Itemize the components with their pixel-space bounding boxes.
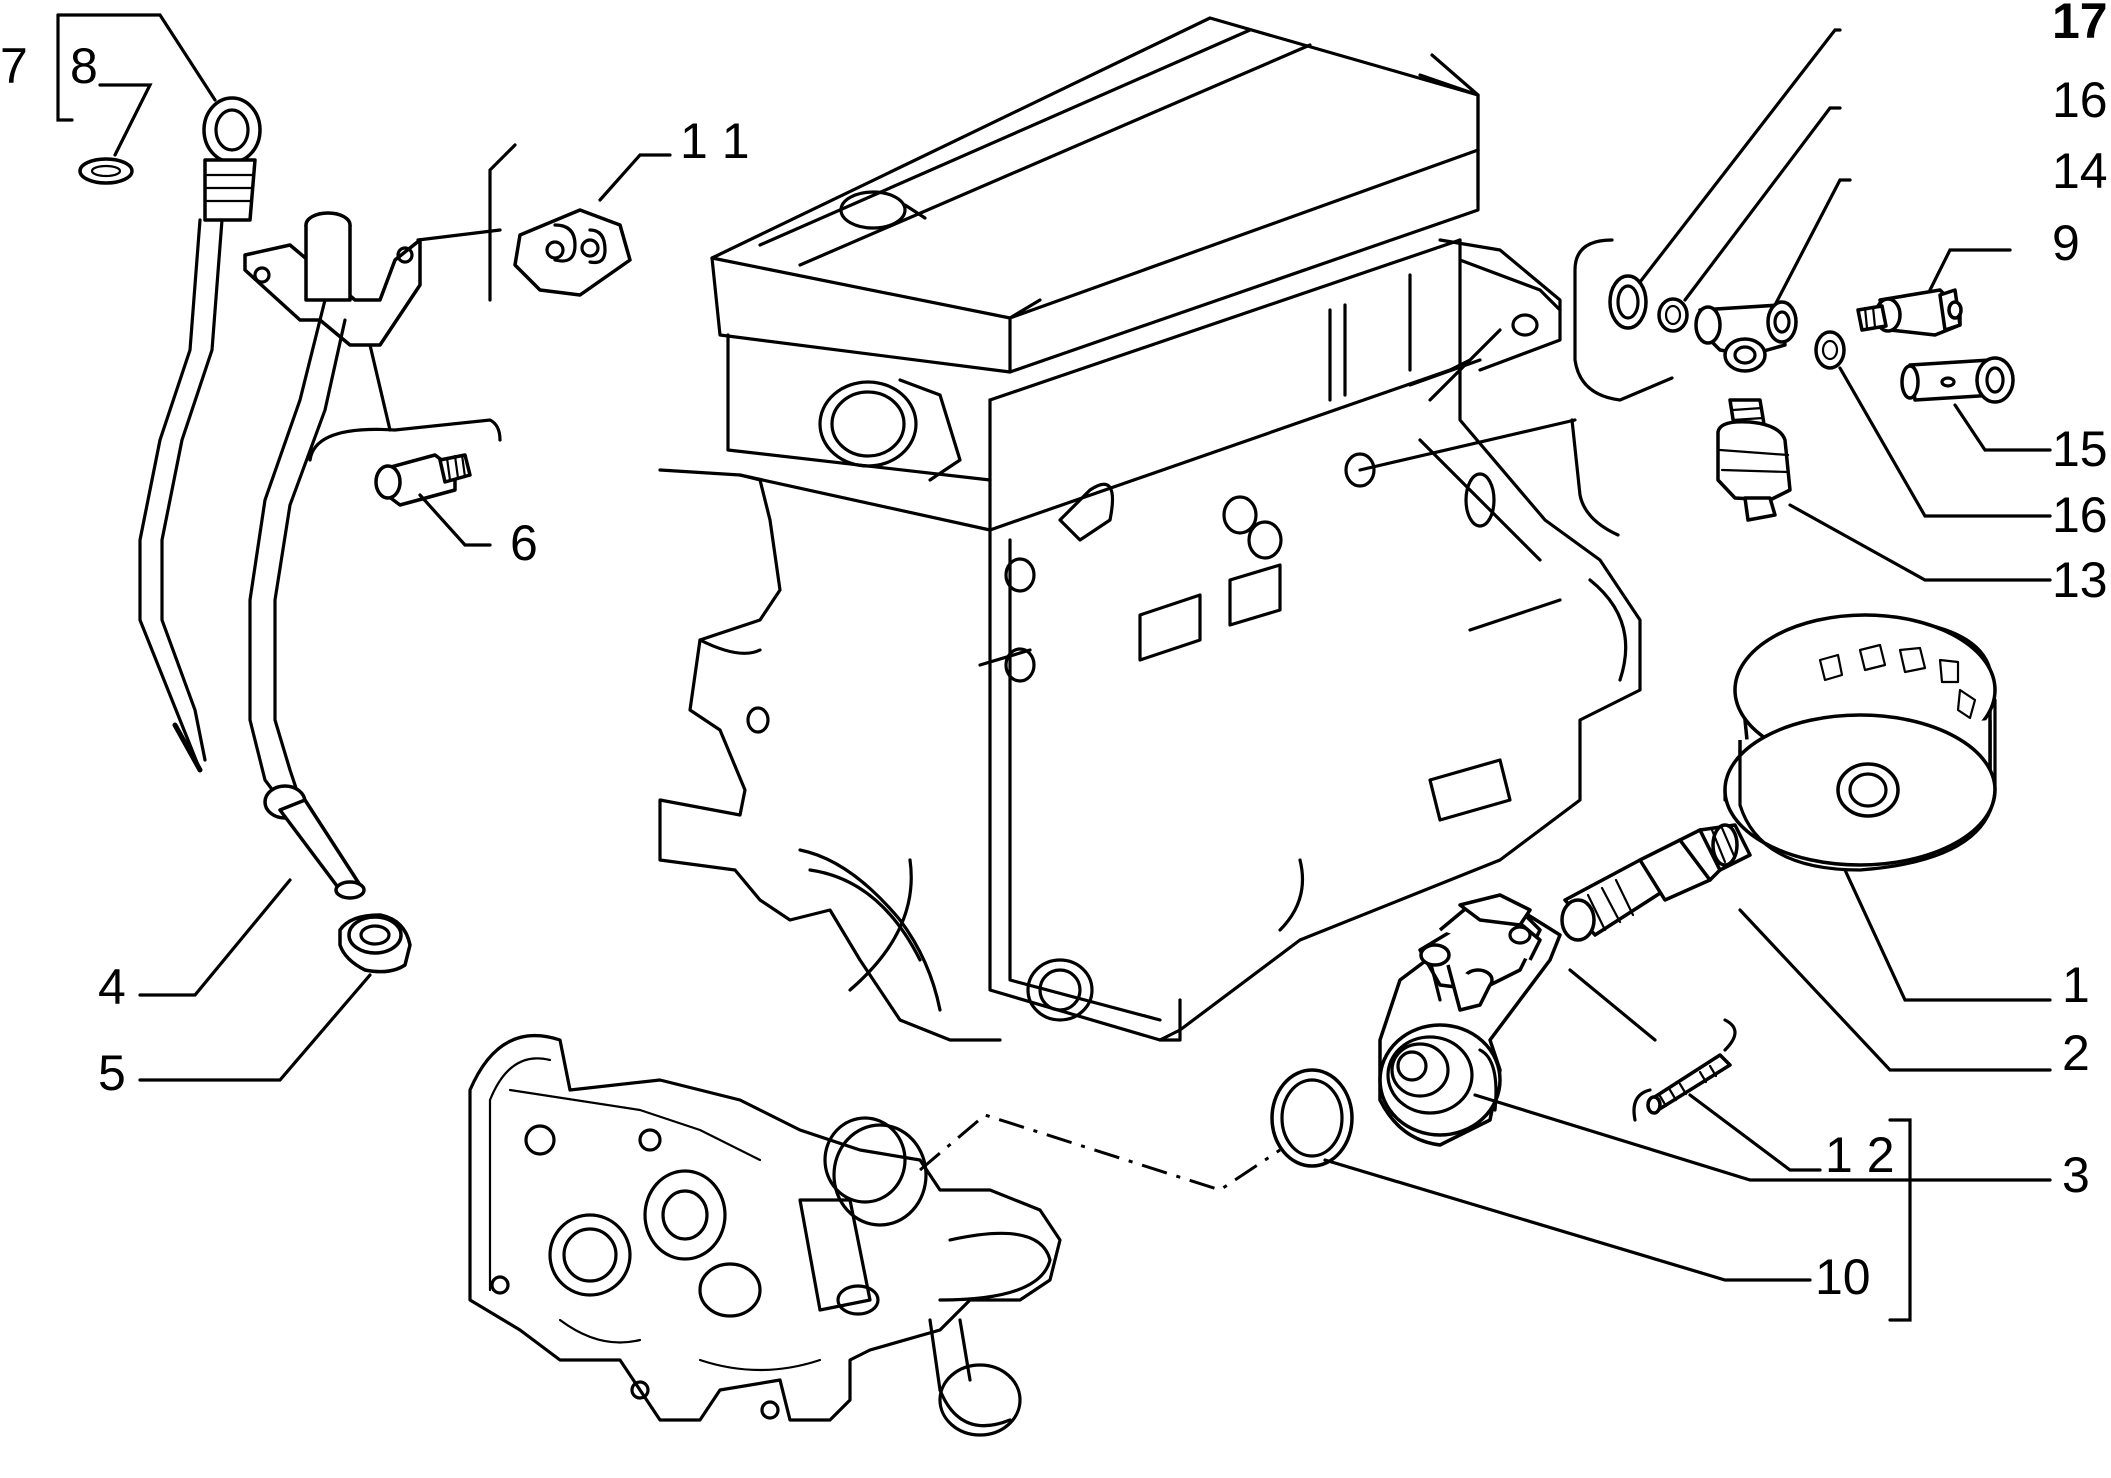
seal-17 — [1608, 274, 1648, 330]
sender-13 — [1716, 398, 1792, 522]
gasket-10 — [1270, 1068, 1354, 1168]
callout-10: 10 — [1815, 1249, 1871, 1305]
callout-12: 1 2 — [1825, 1127, 1895, 1183]
bracket-fittings-right — [1570, 418, 1620, 537]
adapter-2 — [1560, 823, 1752, 942]
callout-16-upper: 16 — [2052, 72, 2108, 128]
dipstick-tube — [243, 211, 422, 900]
bolt-15 — [1900, 356, 2015, 404]
oil-filter — [1725, 613, 1995, 872]
callout-8: 8 — [70, 38, 98, 94]
callout-9: 9 — [2052, 215, 2080, 271]
oil-pump-cover — [468, 1034, 1062, 1437]
bolt-6 — [374, 453, 472, 507]
filter-housing — [1378, 893, 1562, 1147]
washer-16-lower — [1814, 330, 1846, 370]
callout-17: 17 — [2052, 0, 2108, 49]
callout-3: 3 — [2062, 1147, 2090, 1203]
plug-5 — [338, 913, 412, 974]
callout-11: 1 1 — [680, 113, 750, 169]
dipstick-long — [138, 96, 262, 773]
callout-5: 5 — [98, 1045, 126, 1101]
washer-16-upper — [1657, 297, 1689, 333]
stud-12 — [1646, 1053, 1732, 1115]
callout-14: 14 — [2052, 143, 2108, 199]
callout-1: 1 — [2062, 957, 2090, 1013]
callout-2: 2 — [2062, 1025, 2090, 1081]
seal-8 — [78, 157, 134, 185]
bracket-fittings — [1573, 238, 1674, 402]
callout-4: 4 — [98, 959, 126, 1015]
center-line — [919, 1113, 1281, 1192]
clip-11 — [513, 208, 632, 297]
callout-7: 7 — [0, 38, 28, 94]
callout-6: 6 — [510, 515, 538, 571]
callout-13: 13 — [2052, 552, 2108, 608]
tee-fitting-14 — [1694, 300, 1798, 373]
callout-16-lower: 16 — [2052, 487, 2108, 543]
pressure-switch-9 — [1856, 288, 1963, 337]
callout-15: 15 — [2052, 421, 2108, 477]
leader-lines — [56, 13, 2052, 1322]
engine-block — [658, 16, 1642, 1042]
